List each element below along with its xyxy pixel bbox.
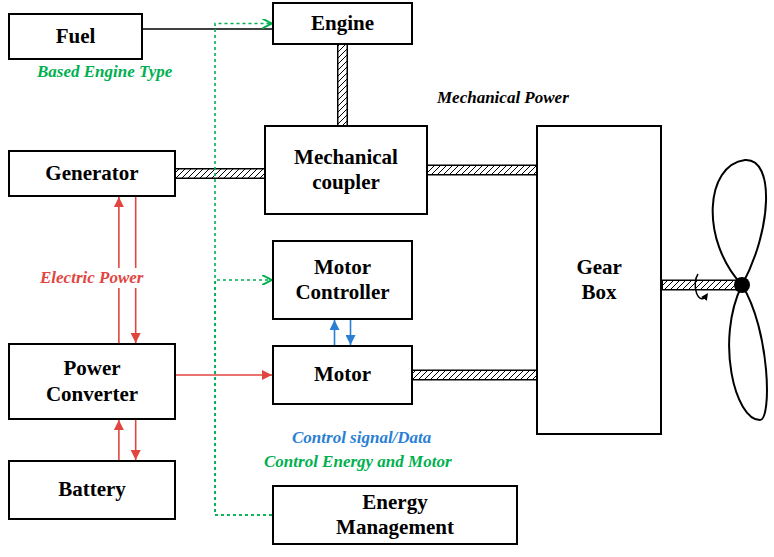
flow-label: Control Energy and Motor (262, 452, 454, 472)
signal-arrow (135, 420, 136, 460)
propeller-blade (713, 160, 766, 285)
flow-label: Mechanical Power (435, 88, 571, 108)
signal-arrow (215, 24, 272, 516)
propeller-shaft (662, 285, 738, 286)
propeller-blade (729, 285, 767, 420)
box-label: Engine (311, 11, 374, 36)
box-label: Fuel (56, 24, 96, 49)
component-box: Mechanical coupler (264, 125, 428, 215)
box-label: Motor (314, 362, 371, 387)
mechanical-shaft (428, 170, 536, 171)
mechanical-shaft (342, 45, 343, 125)
flow-label: Based Engine Type (35, 62, 174, 82)
flow-label: Control signal/Data (290, 428, 433, 448)
box-label: Mechanical coupler (294, 145, 398, 195)
component-box: Gear Box (536, 125, 662, 435)
component-box: Generator (8, 150, 176, 197)
box-label: Generator (45, 161, 138, 186)
signal-arrow (118, 420, 119, 460)
box-label: Gear Box (576, 255, 621, 305)
signal-arrow (334, 320, 335, 345)
flow-label: Electric Power (38, 268, 145, 288)
component-box: Energy Management (272, 485, 518, 545)
box-label: Power Converter (46, 356, 138, 406)
box-label: Battery (58, 477, 126, 502)
component-box: Motor (272, 345, 413, 405)
component-box: Power Converter (8, 343, 176, 420)
fuel-line (143, 29, 272, 30)
rotation-arrow (695, 274, 706, 299)
component-box: Engine (272, 2, 413, 45)
component-box: Motor Controller (272, 240, 413, 320)
signal-arrow (215, 280, 272, 515)
box-label: Motor Controller (295, 255, 389, 305)
mechanical-shaft (176, 173, 264, 174)
box-label: Energy Management (336, 490, 454, 540)
component-box: Battery (8, 460, 176, 520)
signal-arrow (176, 375, 272, 376)
mechanical-shaft (413, 375, 536, 376)
component-box: Fuel (8, 13, 143, 60)
signal-arrow (350, 320, 351, 345)
propeller-hub (734, 277, 750, 293)
